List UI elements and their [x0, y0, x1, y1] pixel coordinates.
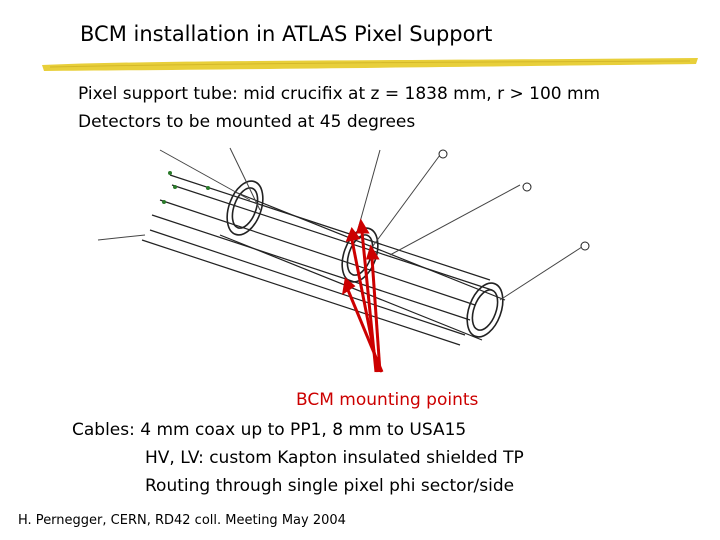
support-tube-line: Pixel support tube: mid crucifix at z = …: [78, 84, 601, 104]
mounting-angle-line: Detectors to be mounted at 45 degrees: [78, 112, 416, 132]
hv-lv-line: HV, LV: custom Kapton insulated shielded…: [145, 448, 524, 468]
routing-line: Routing through single pixel phi sector/…: [145, 476, 515, 496]
title-underline: [42, 58, 698, 71]
pixel-support-tube-drawing: [97, 147, 590, 373]
footer-credit: H. Pernegger, CERN, RD42 coll. Meeting M…: [18, 513, 346, 528]
slide-title: BCM installation in ATLAS Pixel Support: [80, 22, 493, 46]
bcm-mounting-points-label: BCM mounting points: [296, 390, 479, 410]
cables-line: Cables: 4 mm coax up to PP1, 8 mm to USA…: [72, 420, 467, 440]
